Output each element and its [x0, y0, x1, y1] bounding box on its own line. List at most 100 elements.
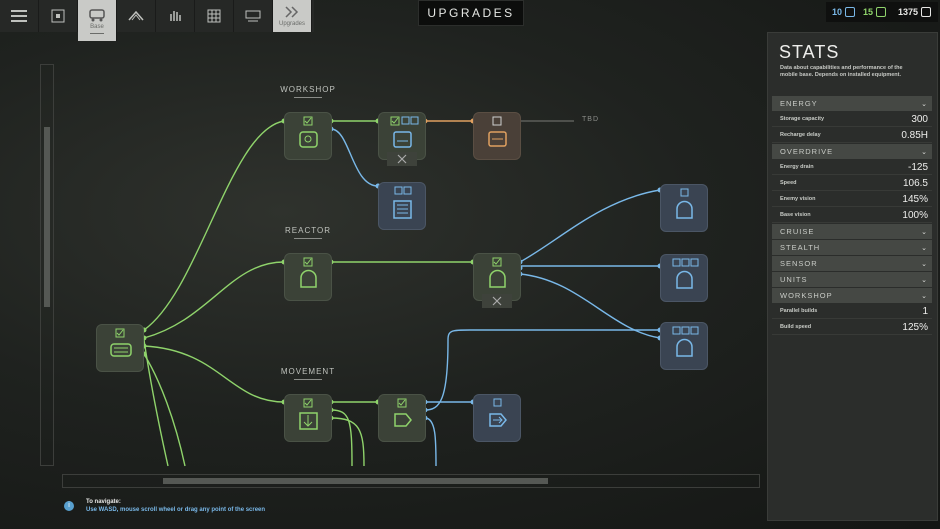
tab-hand[interactable]	[156, 0, 195, 32]
node-reactor-upgrade-c[interactable]	[660, 322, 708, 370]
stats-row: Parallel builds 1	[772, 304, 932, 319]
node-reactor-upgrade-b[interactable]	[660, 254, 708, 302]
stats-group-sensor[interactable]: SENSOR ⌄	[772, 256, 932, 271]
reactor-lock-icon	[489, 257, 506, 288]
stats-group-name: CRUISE	[780, 227, 815, 236]
tab-base[interactable]: Base	[78, 0, 117, 41]
node-workshop-2-close[interactable]	[387, 152, 417, 166]
stat-value: 125%	[902, 321, 928, 333]
workshop-cart-icon	[488, 116, 507, 147]
component-count: 15	[863, 7, 874, 17]
tab-screen[interactable]	[234, 0, 273, 32]
workshop-tool-icon	[299, 116, 318, 148]
node-movement-2[interactable]	[378, 394, 426, 442]
horizontal-scrollbar[interactable]	[62, 474, 760, 488]
section-label-movement: MOVEMENT	[278, 367, 338, 380]
vehicle-icon	[110, 328, 132, 357]
stats-row: Build speed 125%	[772, 320, 932, 335]
movement-down-icon	[299, 398, 318, 430]
reactor-dome-icon	[676, 188, 693, 219]
stat-value: -125	[907, 161, 928, 173]
chevron-down-icon: ⌄	[921, 276, 928, 284]
movement-tag-icon	[394, 398, 412, 427]
node-reactor-2[interactable]	[473, 253, 521, 301]
close-icon	[492, 296, 502, 306]
reactor-core-icon	[672, 258, 699, 289]
tab-grid[interactable]	[195, 0, 234, 32]
crystal-icon	[845, 7, 856, 17]
stat-value: 145%	[902, 193, 928, 205]
screen-title-box: UPGRADES	[418, 0, 524, 26]
node-workshop-3[interactable]	[473, 112, 521, 160]
connection-lines	[141, 118, 663, 467]
stat-label: Build speed	[780, 324, 812, 330]
node-movement-3[interactable]	[473, 394, 521, 442]
stats-group-cruise[interactable]: CRUISE ⌄	[772, 224, 932, 239]
screen-icon	[245, 10, 261, 22]
stats-title: STATS	[779, 42, 840, 62]
vertical-scroll-thumb[interactable]	[44, 127, 50, 307]
section-label-workshop: WORKSHOP	[278, 85, 338, 98]
chevron-down-icon: ⌄	[921, 292, 928, 300]
active-tab-underline	[90, 32, 104, 34]
stats-description: Data about capabilities and performance …	[780, 65, 903, 78]
chevron-down-icon: ⌄	[921, 148, 928, 156]
base-vehicle-icon	[89, 8, 105, 21]
node-base-vehicle[interactable]	[96, 324, 144, 372]
stats-group-name: ENERGY	[780, 99, 818, 108]
movement-arrow-icon	[489, 398, 507, 427]
hint-text: Use WASD, mouse scroll wheel or drag any…	[86, 507, 266, 513]
component-icon	[876, 7, 887, 17]
section-label-reactor: REACTOR	[278, 226, 338, 239]
node-reactor-2-close[interactable]	[482, 294, 512, 308]
tab-upgrades[interactable]: Upgrades	[273, 0, 312, 32]
tab-target[interactable]	[39, 0, 78, 32]
top-toolbar: Base Upgrades	[0, 0, 314, 41]
chevron-down-icon: ⌄	[921, 244, 928, 252]
stats-group-name: OVERDRIVE	[780, 147, 834, 156]
hint-title: To navigate:	[86, 499, 121, 505]
node-reactor-1[interactable]	[284, 253, 332, 301]
tab-base-label: Base	[90, 23, 104, 30]
stats-group-units[interactable]: UNITS⌄	[772, 272, 932, 287]
screen-title: UPGRADES	[427, 6, 515, 20]
close-icon	[397, 154, 407, 164]
stats-group-name: SENSOR	[780, 259, 818, 268]
chevron-down-icon: ⌄	[921, 228, 928, 236]
stat-label: Parallel builds	[780, 308, 818, 314]
vertical-scrollbar[interactable]	[40, 64, 54, 466]
stat-value: 100%	[902, 209, 928, 221]
stats-group-workshop[interactable]: WORKSHOP ⌄	[772, 288, 932, 303]
stats-group-energy[interactable]: ENERGY⌄	[772, 96, 932, 111]
stats-group-name: WORKSHOP	[780, 291, 833, 300]
wing-icon	[128, 10, 144, 21]
grid-icon	[207, 9, 221, 23]
reactor-icon	[300, 257, 317, 288]
stats-row: Energy drain -125	[772, 160, 932, 175]
stat-value: 0.85H	[901, 129, 928, 141]
chevron-down-icon: ⌄	[921, 260, 928, 268]
target-frame-icon	[51, 9, 65, 23]
tab-list[interactable]	[0, 0, 39, 32]
reactor-tower-icon	[672, 326, 699, 357]
stat-label: Speed	[780, 180, 797, 186]
node-workshop-4[interactable]	[378, 182, 426, 230]
tab-upgrades-label: Upgrades	[278, 21, 305, 27]
stat-label: Energy drain	[780, 164, 814, 170]
stat-value: 300	[911, 113, 928, 125]
stats-group-overdrive[interactable]: OVERDRIVE ⌄	[772, 144, 932, 159]
node-movement-1[interactable]	[284, 394, 332, 442]
horizontal-scroll-thumb[interactable]	[163, 478, 548, 484]
navigation-hint: i To navigate: Use WASD, mouse scroll wh…	[64, 498, 265, 514]
node-reactor-upgrade-a[interactable]	[660, 184, 708, 232]
stat-value: 1	[922, 305, 928, 317]
crystal-count: 10	[832, 7, 843, 17]
node-workshop-1[interactable]	[284, 112, 332, 160]
tab-units[interactable]	[117, 0, 156, 32]
stats-group-stealth[interactable]: STEALTH⌄	[772, 240, 932, 255]
